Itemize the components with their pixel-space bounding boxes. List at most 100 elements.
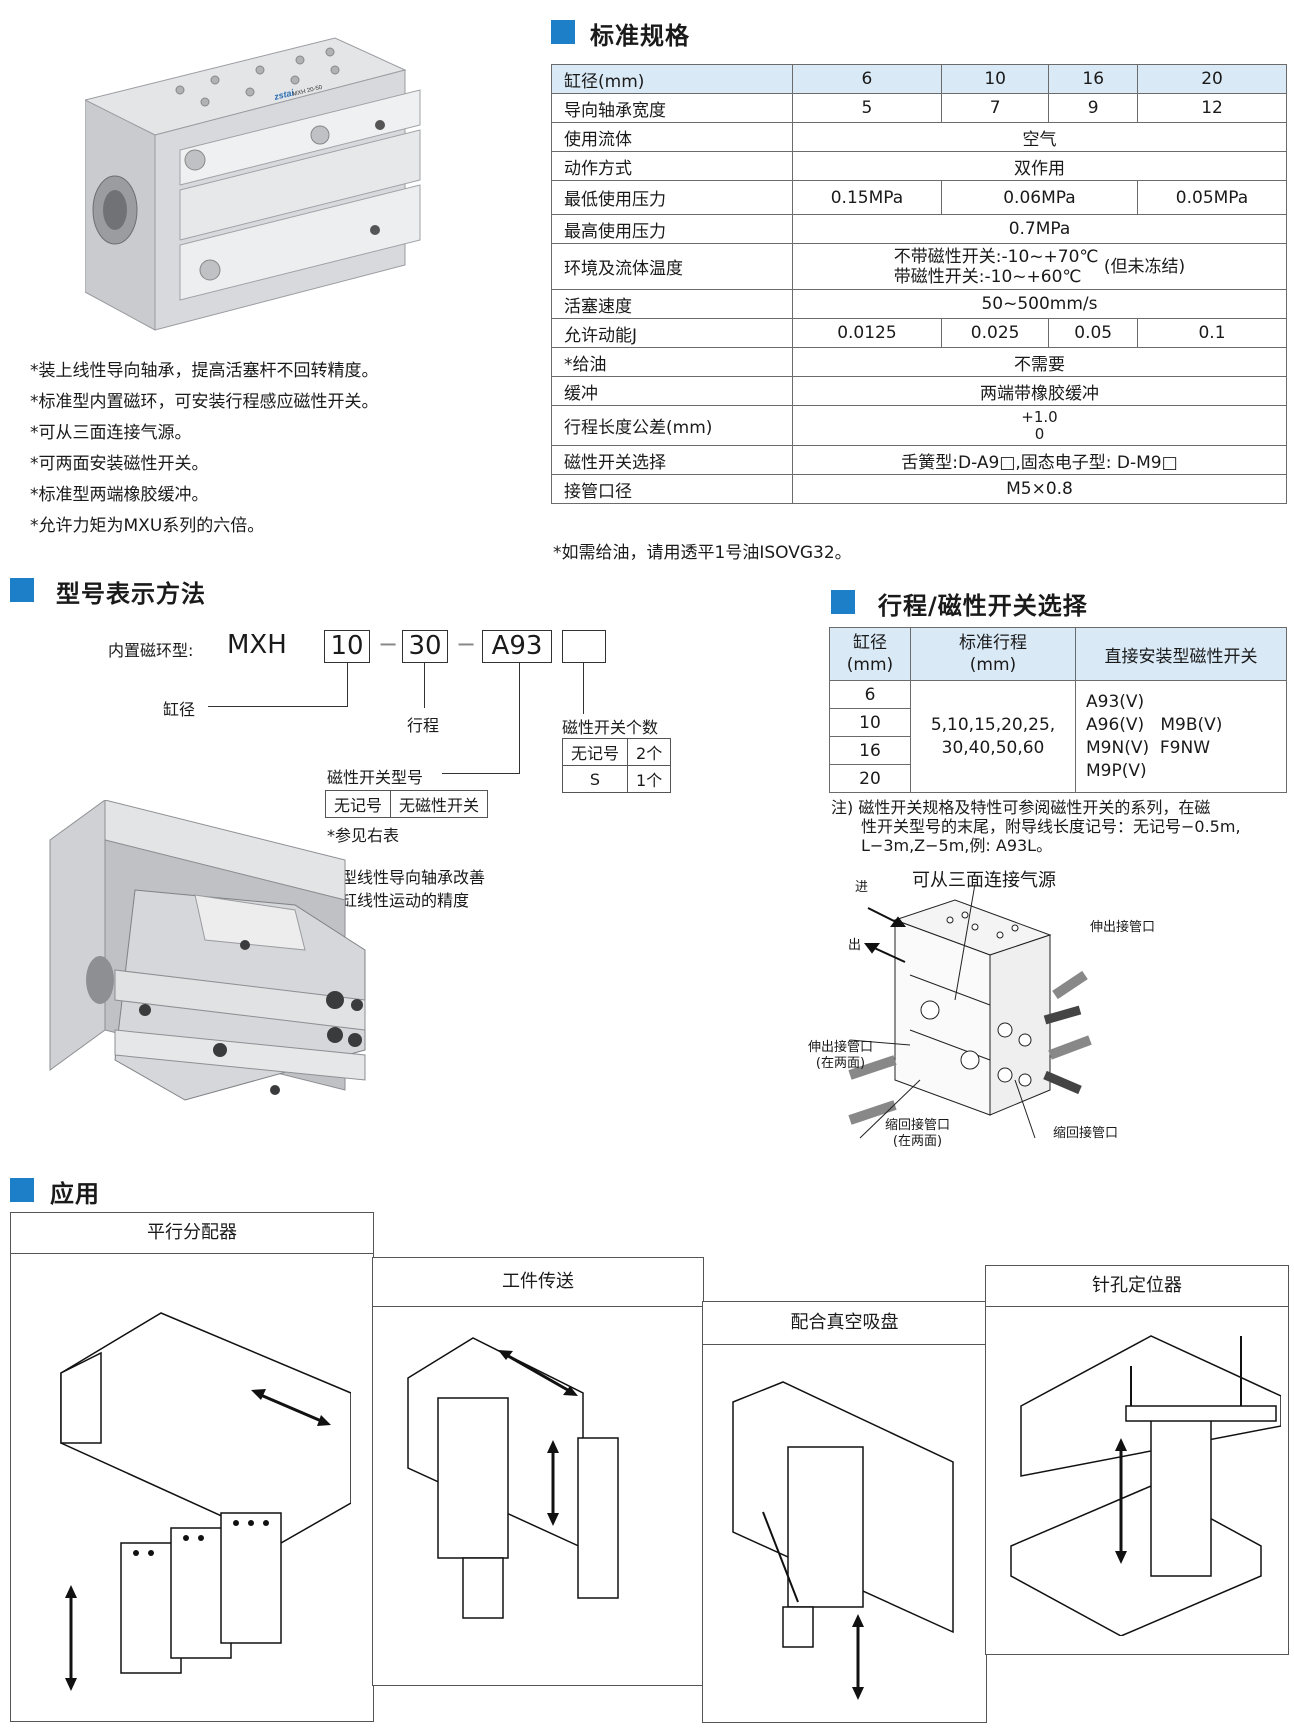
spec-cell: M5×0.8 xyxy=(792,474,1287,504)
model-count-box xyxy=(562,630,606,663)
app-panel-parallel: 平行分配器 xyxy=(10,1212,374,1722)
leader-line xyxy=(583,662,584,714)
count-cell: 无记号 xyxy=(561,738,629,766)
spec-cell: 0.1 xyxy=(1137,318,1287,348)
spec-cell-temp: 不带磁性开关:-10~+70℃ 带磁性开关:-10~+60℃ (但未冻结) xyxy=(792,243,1287,290)
switch-type-table: 无记号 无磁性开关 xyxy=(324,790,489,818)
stroke-bore: 10 xyxy=(829,708,911,737)
bore-label: 缸径 xyxy=(163,700,196,719)
section-marker xyxy=(10,578,34,602)
leader-line xyxy=(347,662,348,706)
vacuum-pad-drawing xyxy=(732,1381,954,1700)
spec-title: 标准规格 xyxy=(590,22,690,50)
spec-cell: 0.025 xyxy=(940,318,1050,348)
app-panel-pin-locator: 针孔定位器 xyxy=(985,1265,1289,1655)
app-panel-title: 工件传送 xyxy=(373,1258,703,1307)
tolerance-plus: +1.0 xyxy=(1021,407,1058,426)
section-marker xyxy=(551,20,575,44)
spec-note: *如需给油，请用透平1号油ISOVG32。 xyxy=(553,543,852,563)
spec-label: 活塞速度 xyxy=(551,289,793,319)
stroke-label: 行程 xyxy=(407,716,440,735)
temp-line-2: 带磁性开关:-10~+60℃ xyxy=(893,266,1082,287)
spec-cell: 6 xyxy=(792,64,942,94)
count-label: 磁性开关个数 xyxy=(562,718,659,737)
spec-cell: 20 xyxy=(1137,64,1287,94)
stroke-values: 5,10,15,20,25, 30,40,50,60 xyxy=(910,680,1076,793)
stroke-note-line: 性开关型号的末尾，附导线长度记号：无记号−0.5m, xyxy=(861,817,1241,836)
switch-item: A96(V) M9B(V) xyxy=(1086,714,1223,735)
temp-line-1: 不带磁性开关:-10~+70℃ xyxy=(893,246,1099,267)
both-sides-text: (在两面) xyxy=(815,1056,866,1071)
leader-line xyxy=(442,773,520,774)
spec-cell: 12 xyxy=(1137,93,1287,123)
temp-note: (但未冻结) xyxy=(1103,256,1186,277)
spec-label: *给油 xyxy=(551,347,793,377)
switch-list: A93(V) A96(V) M9B(V) M9N(V) F9NW M9P(V) xyxy=(1075,680,1287,793)
port-in-label: 进 xyxy=(855,880,869,895)
feature-item: *允许力矩为MXU系列的六倍。 xyxy=(30,516,265,536)
stroke-bore: 20 xyxy=(829,764,911,793)
section-marker xyxy=(10,1178,34,1202)
app-panel-vacuum: 配合真空吸盘 xyxy=(702,1301,987,1723)
model-stroke-box: 30 xyxy=(402,630,448,663)
model-title: 型号表示方法 xyxy=(56,580,206,608)
spec-label: 最低使用压力 xyxy=(551,180,793,215)
spec-cell: 16 xyxy=(1048,64,1139,94)
leader-line xyxy=(208,706,348,707)
section-marker xyxy=(831,590,855,614)
spec-table: 缸径(mm) 6 10 16 20 导向轴承宽度 5 7 9 12 使用流体 空… xyxy=(551,64,1287,504)
leader-line xyxy=(424,662,425,708)
extend-port-both-label: 伸出接管口 (在两面) xyxy=(808,1040,873,1072)
workpiece-transfer-drawing xyxy=(407,1337,619,1619)
feature-item: *可从三面连接气源。 xyxy=(30,423,192,443)
retract-port-both-text: 缩回接管口 xyxy=(885,1118,951,1133)
pin-locator-drawing xyxy=(1010,1335,1281,1636)
switch-type-cell: 无磁性开关 xyxy=(390,790,489,818)
stroke-header: 直接安装型磁性开关 xyxy=(1075,627,1287,681)
stroke-bore: 16 xyxy=(829,736,911,765)
model-dash: − xyxy=(378,630,399,658)
spec-cell: 双作用 xyxy=(792,151,1287,181)
spec-label: 磁性开关选择 xyxy=(551,445,793,475)
stroke-bore: 6 xyxy=(829,680,911,709)
count-table: 无记号 2个 S 1个 xyxy=(561,738,672,793)
model-prefix: 内置磁环型: xyxy=(108,641,194,660)
app-panel-title: 配合真空吸盘 xyxy=(703,1302,986,1345)
port-out-label: 出 xyxy=(848,938,862,953)
spec-cell: 不需要 xyxy=(792,347,1287,377)
cutaway-caption-line: 气缸线性运动的精度 xyxy=(325,891,470,910)
ports-title: 可从三面连接气源 xyxy=(912,870,1056,891)
spec-cell: 0.06MPa xyxy=(940,180,1139,215)
spec-cell: 10 xyxy=(940,64,1050,94)
stroke-note: 注) 磁性开关规格及特性可参阅磁性开关的系列，在磁 性开关型号的末尾，附导线长度… xyxy=(831,798,1241,855)
application-title: 应用 xyxy=(50,1180,100,1208)
extend-port-label: 伸出接管口 xyxy=(1090,920,1156,935)
parallel-distributor-drawing xyxy=(60,1312,351,1691)
switch-type-ref: *参见右表 xyxy=(327,826,400,845)
app-panel-title: 平行分配器 xyxy=(11,1213,373,1254)
retract-port-both-label: 缩回接管口 (在两面) xyxy=(885,1118,950,1150)
spec-cell: 两端带橡胶缓冲 xyxy=(792,376,1287,406)
spec-cell: 0.7MPa xyxy=(792,214,1287,244)
feature-item: *标准型两端橡胶缓冲。 xyxy=(30,485,209,505)
switch-item: A93(V) xyxy=(1086,691,1145,712)
spec-cell: 0.15MPa xyxy=(792,180,942,215)
count-cell: 2个 xyxy=(627,738,672,766)
switch-type-cell: 无记号 xyxy=(324,790,392,818)
stroke-header: 标准行程 (mm) xyxy=(910,627,1076,681)
spec-cell: 7 xyxy=(940,93,1050,123)
model-series: MXH xyxy=(227,630,287,660)
feature-item: *装上线性导向轴承，提高活塞杆不回转精度。 xyxy=(30,361,379,381)
tolerance-minus: 0 xyxy=(1034,424,1045,443)
app-panel-title: 针孔定位器 xyxy=(986,1266,1288,1307)
spec-label: 导向轴承宽度 xyxy=(551,93,793,123)
product-photo: zstai MXH 20-50 xyxy=(85,37,421,331)
switch-item: M9N(V) F9NW xyxy=(1086,737,1211,758)
spec-cell: 舌簧型:D-A9□,固态电子型: D-M9□ xyxy=(792,445,1287,475)
model-bore-box: 10 xyxy=(324,630,370,663)
cutaway-caption: 小型线性导向轴承改善 气缸线性运动的精度 xyxy=(325,866,485,912)
spec-label: 环境及流体温度 xyxy=(551,243,793,290)
model-dash: − xyxy=(456,630,477,658)
spec-label: 允许动能J xyxy=(551,318,793,348)
spec-label: 使用流体 xyxy=(551,122,793,152)
